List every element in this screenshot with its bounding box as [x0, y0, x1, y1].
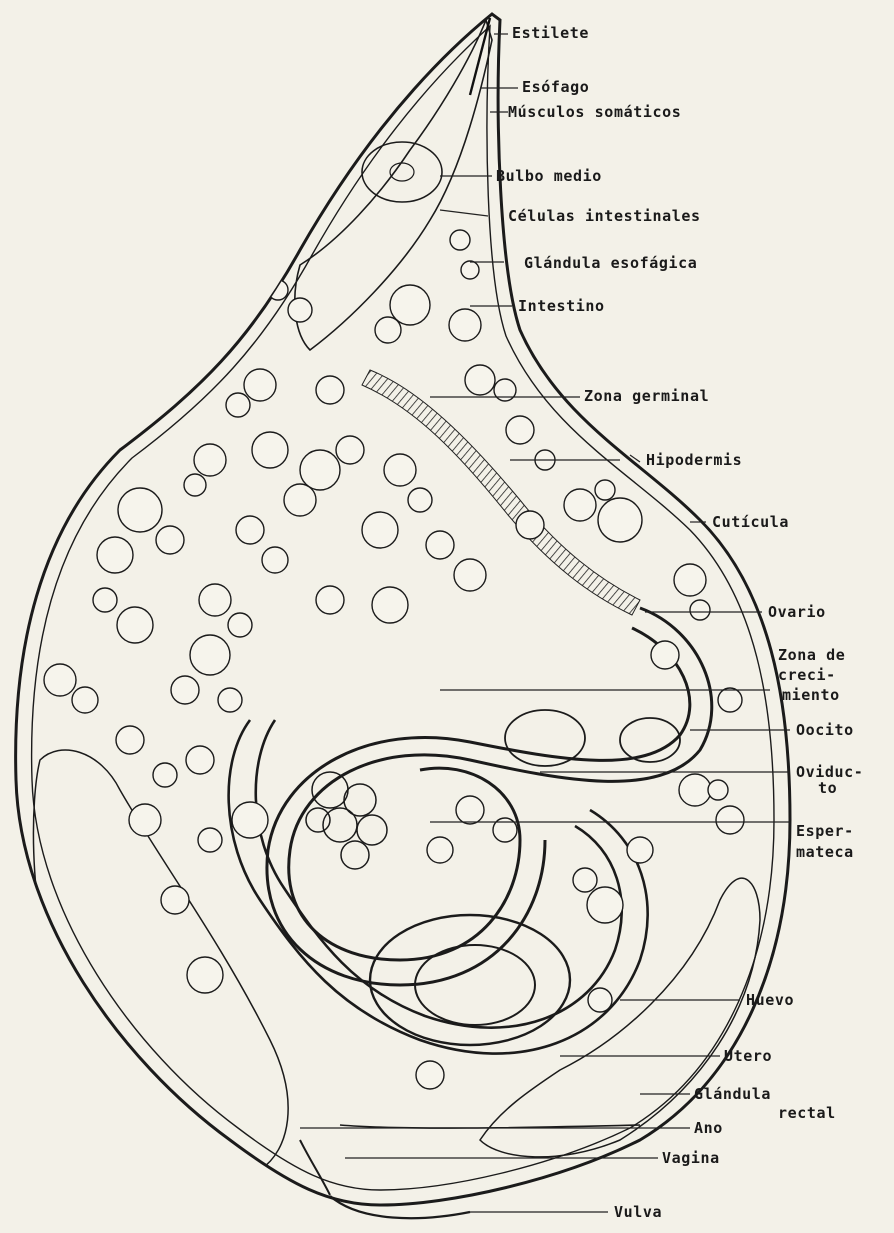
spermatheca [306, 772, 387, 869]
label-huevo: Huevo [746, 991, 794, 1009]
label-zona-germinal: Zona germinal [584, 387, 709, 405]
label-hipodermis: Hipodermis [646, 451, 742, 469]
label-musculos-somaticos: Músculos somáticos [508, 103, 681, 121]
label-esofago: Esófago [522, 78, 589, 96]
label-utero: Utero [724, 1047, 772, 1065]
label-cuticula: Cutícula [712, 513, 789, 531]
label-oviducto-2: to [818, 779, 837, 797]
label-glandula-rectal-2: rectal [778, 1104, 836, 1122]
label-ovario: Ovario [768, 603, 826, 621]
label-zona-crecimiento-1: Zona de [778, 646, 845, 664]
internal-organs [33, 18, 760, 1195]
label-ano: Ano [694, 1119, 723, 1137]
label-celulas-intestinales: Células intestinales [508, 207, 701, 225]
label-estilete: Estilete [512, 24, 589, 42]
label-vulva: Vulva [614, 1203, 662, 1221]
label-bulbo-medio: Bulbo medio [496, 167, 602, 185]
label-espermateca-1: Esper- [796, 822, 854, 840]
oocyte [505, 710, 585, 766]
label-intestino: Intestino [518, 297, 605, 315]
label-zona-crecimiento-2: creci- [778, 666, 836, 684]
label-vagina: Vagina [662, 1149, 720, 1167]
label-oocito: Oocito [796, 721, 854, 739]
labels: Estilete Esófago Músculos somáticos Bulb… [496, 24, 863, 1221]
egg-inner [415, 945, 535, 1025]
median-bulb [362, 142, 442, 202]
label-espermateca-2: mateca [796, 843, 854, 861]
label-glandula-rectal-1: Glándula [694, 1085, 771, 1103]
label-glandula-esofagica: Glándula esofágica [524, 254, 697, 272]
label-zona-crecimiento-3: miento [782, 686, 840, 704]
